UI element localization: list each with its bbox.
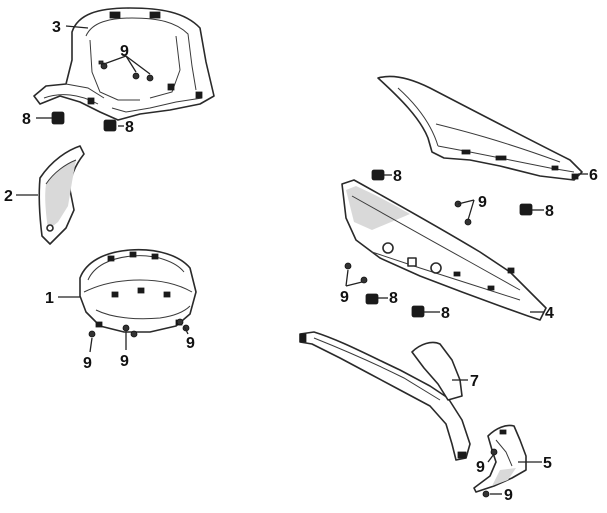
callout-8: 8 xyxy=(125,119,134,136)
callout-8: 8 xyxy=(441,305,450,322)
part-6-cowl xyxy=(377,75,583,181)
callout-9: 9 xyxy=(120,43,129,60)
part-8-clip xyxy=(51,111,117,132)
part-7-strip xyxy=(299,331,471,461)
callout-9: 9 xyxy=(83,355,92,372)
part-3-frame xyxy=(33,7,215,121)
callout-6: 6 xyxy=(589,167,598,184)
callout-3: 3 xyxy=(52,19,61,36)
part-8-clip xyxy=(365,169,533,318)
callout-9: 9 xyxy=(476,459,485,476)
callout-8: 8 xyxy=(545,203,554,220)
callout-7: 7 xyxy=(470,373,479,390)
part-1-housing xyxy=(79,248,197,333)
leader-lines xyxy=(16,25,588,495)
callout-8: 8 xyxy=(22,111,31,128)
part-9-screw xyxy=(98,60,154,82)
callout-1: 1 xyxy=(45,290,54,307)
part-2-panel xyxy=(38,145,85,245)
part-4-side-panel xyxy=(341,179,547,321)
callout-5: 5 xyxy=(543,455,552,472)
callout-9: 9 xyxy=(120,353,129,370)
callouts: 3 9 8 8 2 1 9 9 9 6 8 9 8 9 8 8 4 7 5 9 … xyxy=(4,19,598,504)
callout-4: 4 xyxy=(545,305,554,322)
callout-9: 9 xyxy=(504,487,513,504)
callout-2: 2 xyxy=(4,188,13,205)
callout-9: 9 xyxy=(340,289,349,306)
callout-8: 8 xyxy=(393,168,402,185)
callout-8: 8 xyxy=(389,290,398,307)
part-9-screw xyxy=(88,318,190,338)
callout-9: 9 xyxy=(478,194,487,211)
part-5-bracket xyxy=(473,424,527,493)
callout-9: 9 xyxy=(186,335,195,352)
